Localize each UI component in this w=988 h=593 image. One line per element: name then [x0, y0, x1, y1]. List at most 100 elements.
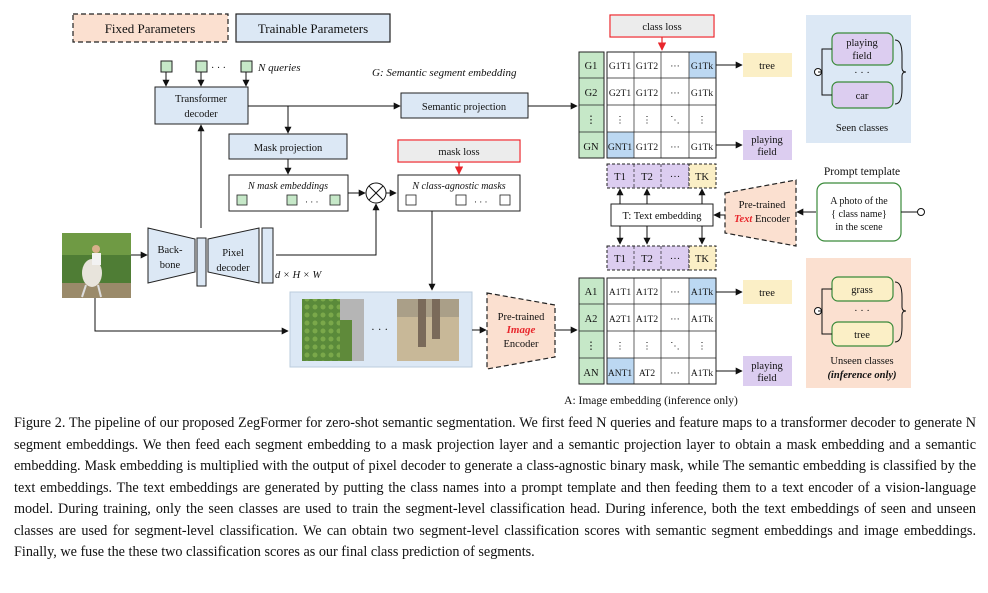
- figure-caption-text: Figure 2. The pipeline of our proposed Z…: [14, 415, 976, 560]
- transformer-decoder: Transformer decoder: [154, 86, 249, 125]
- g-prediction-1-label: tree: [759, 61, 775, 72]
- unseen-item-2: tree: [854, 330, 870, 341]
- g-cell-3-4: ⋮: [697, 116, 707, 126]
- prompt-template: A photo of the { class name} in the scen…: [816, 182, 902, 242]
- a-row-label-1: A1: [585, 287, 598, 298]
- a-cell-4-1: ANT1: [608, 369, 633, 379]
- g-cell-2-2: G1T2: [636, 89, 658, 99]
- figure-caption: Figure 2. The pipeline of our proposed Z…: [14, 413, 976, 564]
- mask-embeddings: N mask embeddings · · ·: [228, 174, 349, 212]
- class-loss-label: class loss: [642, 22, 681, 33]
- t-top-4: TK: [695, 172, 709, 183]
- mask-projection-label: Mask projection: [254, 143, 323, 154]
- g-cell-3-1: ⋮: [615, 116, 625, 126]
- transformer-decoder-line1: Transformer: [175, 94, 228, 105]
- legend-trainable-label: Trainable Parameters: [258, 21, 368, 36]
- prompt-template-title: Prompt template: [824, 166, 900, 178]
- g-cell-4-3: ···: [670, 143, 680, 153]
- t-top-3: ···: [670, 172, 681, 183]
- masked-image-crops: · · ·: [289, 291, 473, 368]
- g-cell-4-1: GNT1: [608, 143, 633, 153]
- t-bottom-1: T1: [614, 254, 626, 265]
- image-encoder-line1: Pre-trained: [498, 312, 545, 323]
- g-cell-4-4: G1Tk: [691, 143, 713, 153]
- unseen-classes-sublabel: (inference only): [827, 370, 896, 381]
- unseen-classes: grass · · · tree Unseen classes (inferen…: [806, 258, 911, 388]
- backbone-line2: bone: [160, 260, 181, 271]
- class-agnostic-masks-dots: · · ·: [474, 197, 488, 207]
- a-row-label-2: A2: [585, 314, 598, 325]
- g-cell-1-3: ···: [670, 62, 680, 72]
- unseen-dots: · · ·: [854, 306, 870, 317]
- legend-trainable: Trainable Parameters: [235, 13, 391, 43]
- t-top-2: T2: [641, 172, 653, 183]
- a-cell-2-1: A2T1: [609, 315, 631, 325]
- semantic-projection: Semantic projection: [400, 92, 529, 119]
- prompt-line-2: { class name}: [831, 209, 887, 220]
- text-encoder: Pre-trained Text Encoder: [724, 179, 797, 247]
- backbone: Back- bone: [147, 227, 196, 284]
- t-row-top: T1 T2 ··· TK: [606, 163, 717, 189]
- prompt-input-node: [917, 208, 925, 216]
- t-bottom-3: ···: [670, 254, 681, 265]
- backbone-line1: Back-: [157, 245, 183, 256]
- query-tokens: [160, 60, 253, 73]
- a-cell-3-3: ⋱: [670, 342, 680, 352]
- seen-classes-label: Seen classes: [836, 123, 888, 134]
- semantic-segment-embedding-label: G: Semantic segment embedding: [372, 67, 517, 79]
- a-cell-1-1: A1T1: [609, 288, 631, 298]
- a-prediction-1-label: tree: [759, 288, 775, 299]
- g-cell-2-4: G1Tk: [691, 89, 713, 99]
- a-cell-4-2: AT2: [639, 369, 656, 379]
- g-row-label-1: G1: [585, 61, 598, 72]
- seen-dots: · · ·: [854, 68, 870, 79]
- g-cell-3-2: ⋮: [642, 116, 652, 126]
- g-cell-4-2: G1T2: [636, 143, 658, 153]
- pipeline-diagram: Fixed Parameters Trainable Parameters · …: [62, 13, 925, 407]
- a-row-label-4: AN: [583, 368, 599, 379]
- image-encoder: Pre-trained Image Encoder: [486, 292, 556, 370]
- unseen-item-1: grass: [851, 285, 873, 296]
- t-top-1: T1: [614, 172, 626, 183]
- a-cell-2-4: A1Tk: [691, 315, 713, 325]
- class-loss: class loss: [609, 14, 715, 38]
- a-cell-1-4: A1Tk: [691, 288, 713, 298]
- seen-item-2: car: [856, 91, 869, 102]
- input-image: [62, 233, 131, 298]
- text-embedding-label: T: Text embedding: [622, 211, 702, 222]
- mask-projection: Mask projection: [228, 133, 348, 160]
- g-cell-1-1: G1T1: [609, 62, 631, 72]
- t-bottom-2: T2: [641, 254, 653, 265]
- a-cell-3-1: ⋮: [615, 342, 625, 352]
- legend-fixed: Fixed Parameters: [72, 13, 229, 43]
- t-bottom-4: TK: [695, 254, 709, 265]
- a-row-label-3: ⋮: [586, 341, 597, 352]
- g-matrix: G1 G2 ⋮ GN G1T1 G1T2 ··· G1Tk G2T1 G1T2 …: [578, 51, 717, 159]
- multiply-operator: [365, 182, 387, 204]
- bottleneck-block: [196, 237, 207, 287]
- text-encoder-line2: Text Encoder: [734, 214, 790, 225]
- t-row-bottom: T1 T2 ··· TK: [606, 245, 717, 271]
- mask-loss-label: mask loss: [438, 147, 479, 158]
- transformer-decoder-line2: decoder: [184, 109, 218, 120]
- g-prediction-1: tree: [743, 53, 792, 77]
- crops-dots: · · ·: [371, 324, 388, 336]
- class-agnostic-masks: N class-agnostic masks · · ·: [397, 174, 521, 212]
- mask-loss: mask loss: [397, 139, 521, 163]
- image-encoder-line2: Image: [506, 324, 536, 336]
- a-cell-1-3: ···: [670, 288, 680, 298]
- g-cell-3-3: ⋱: [670, 116, 680, 126]
- mask-embeddings-label: N mask embeddings: [247, 181, 328, 192]
- a-cell-2-2: A1T2: [636, 315, 658, 325]
- legend-fixed-label: Fixed Parameters: [105, 21, 196, 36]
- pixel-decoder: Pixel decoder: [207, 227, 260, 284]
- semantic-projection-label: Semantic projection: [422, 102, 507, 113]
- a-cell-4-4: A1Tk: [691, 369, 713, 379]
- query-dots: · · ·: [211, 63, 226, 74]
- g-cell-1-4: G1Tk: [691, 62, 713, 72]
- prompt-line-1: A photo of the: [830, 196, 888, 207]
